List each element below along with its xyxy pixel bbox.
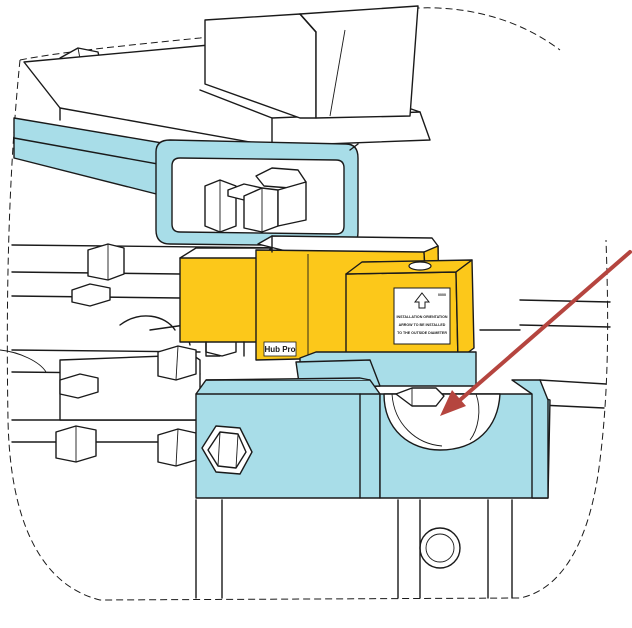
detail-boundary-top bbox=[19, 7, 561, 61]
up-arrow-icon bbox=[413, 292, 431, 309]
lower-bracket bbox=[195, 351, 551, 499]
hex-bolt bbox=[71, 243, 125, 307]
warning-label-line-3: TO THE OUTSIDE DIAMETER bbox=[397, 331, 447, 335]
slot-nuts bbox=[204, 167, 307, 233]
warning-label-line-1: INSTALLATION ORIENTATION bbox=[396, 315, 447, 319]
brand-sticker: Hub Pro bbox=[263, 341, 297, 357]
hex-bolt bbox=[59, 373, 99, 399]
brand-text: Hub Pro bbox=[264, 345, 295, 354]
detail-boundary bbox=[6, 59, 609, 601]
warning-label: INSTALLATION ORIENTATION ARROW TO BE INS… bbox=[393, 287, 451, 345]
callout-arrow-icon bbox=[440, 250, 632, 416]
top-plate bbox=[23, 5, 431, 147]
hex-bolt bbox=[157, 428, 197, 467]
hex-bolt bbox=[55, 425, 97, 463]
front-hex-bolt bbox=[201, 425, 253, 475]
warning-label-code: 0000 bbox=[438, 293, 446, 297]
hex-bolt bbox=[157, 345, 197, 381]
warning-label-line-2: ARROW TO BE INSTALLED bbox=[399, 323, 446, 327]
